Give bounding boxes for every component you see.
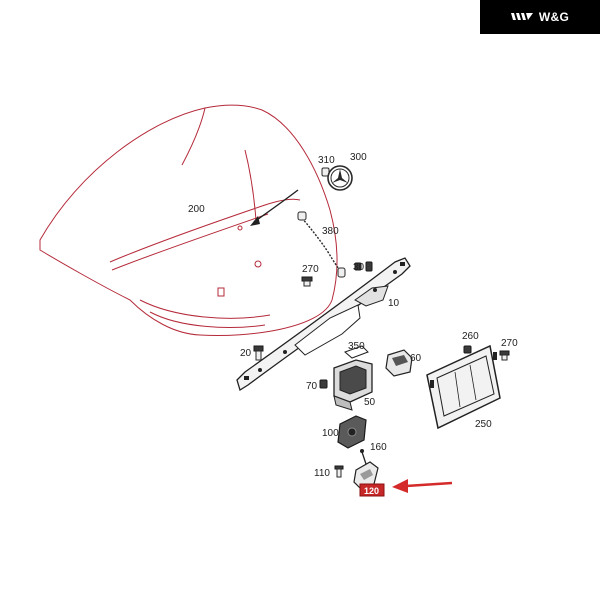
label-160: 160 (370, 442, 387, 453)
label-300: 300 (350, 152, 367, 163)
part-250-plate-bracket (426, 344, 501, 430)
part-300-emblem (327, 165, 353, 191)
part-270-screw (301, 276, 313, 287)
part-100-camera (337, 415, 367, 449)
label-270-plate: 270 (501, 338, 518, 349)
part-60-switch (385, 349, 413, 377)
brand-badge: W&G (480, 0, 600, 34)
part-50-camera-housing (333, 359, 373, 411)
part-110-screw (334, 465, 344, 478)
part-120-highlight-box (359, 483, 385, 497)
label-30: 30 (353, 262, 365, 273)
label-110: 110 (314, 468, 330, 479)
part-270-screw-plate (499, 350, 510, 361)
highlight-arrow (392, 479, 453, 493)
label-10: 10 (388, 298, 400, 309)
label-60: 60 (410, 353, 422, 364)
part-70-clip (319, 379, 328, 389)
part-160-screw (360, 449, 367, 465)
label-350: 350 (348, 341, 365, 352)
part-30-nut (354, 261, 373, 272)
label-50: 50 (364, 397, 376, 408)
label-120: 120 (364, 486, 379, 496)
label-100: 100 (322, 428, 339, 439)
label-310: 310 (318, 155, 335, 166)
part-10-handle-strip (236, 257, 411, 392)
label-250: 250 (475, 419, 492, 430)
brand-name: W&G (538, 10, 570, 24)
label-200: 200 (188, 204, 205, 215)
part-20-bolt (253, 345, 264, 361)
part-260-screw (463, 345, 472, 354)
part-350-bracket (344, 345, 369, 359)
label-260: 260 (462, 331, 479, 342)
trunk-lid (39, 104, 338, 336)
label-70: 70 (306, 381, 318, 392)
part-380-cable (297, 211, 346, 278)
label-380: 380 (322, 226, 339, 237)
wg-logo-icon (510, 12, 533, 22)
label-20: 20 (240, 348, 252, 359)
label-270: 270 (302, 264, 319, 275)
